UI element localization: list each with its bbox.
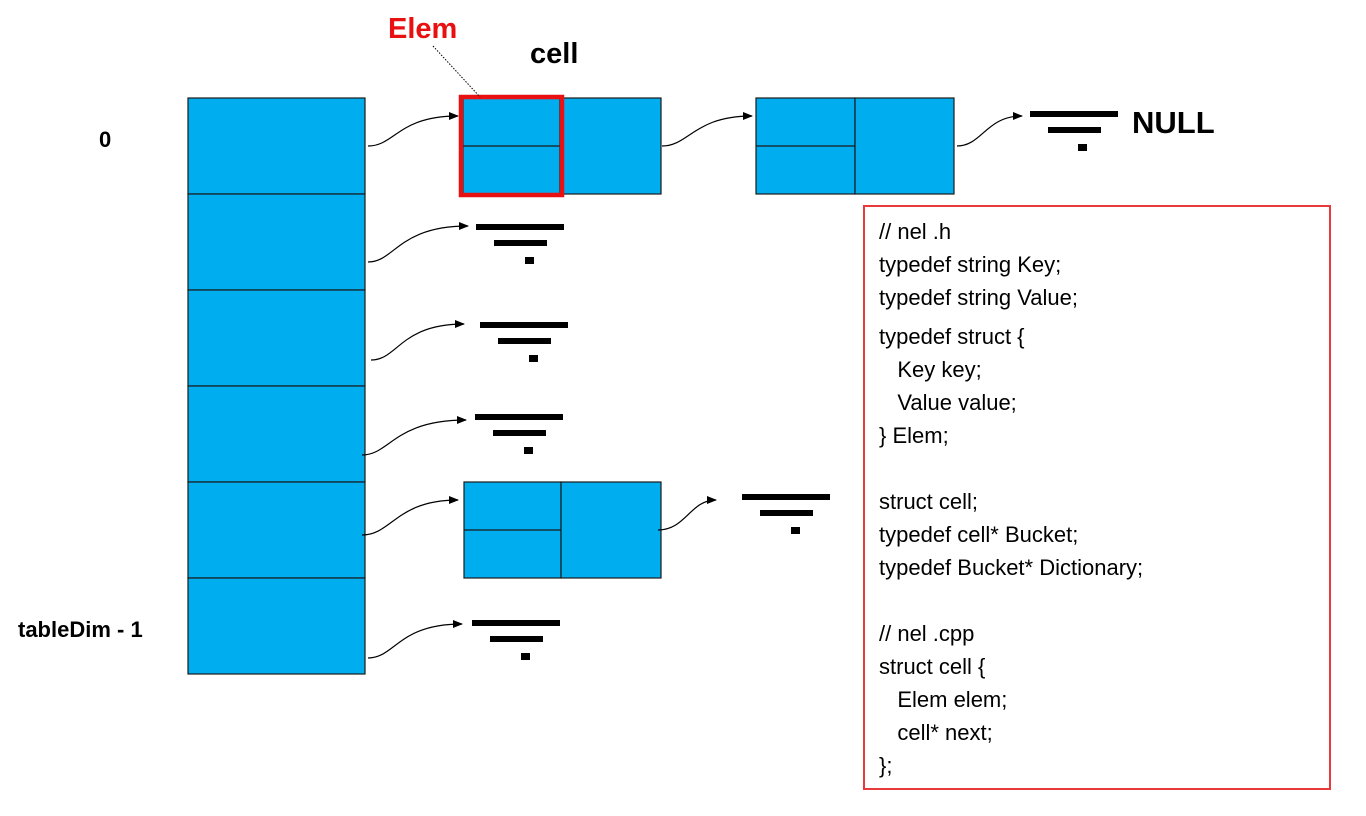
bucket-3 (187, 385, 366, 483)
bucket-2 (187, 289, 366, 387)
cell-node-2 (755, 97, 955, 195)
code-panel: // nel .h typedef string Key; typedef st… (863, 205, 1331, 790)
null-symbol (475, 414, 563, 454)
bucket-0 (187, 97, 366, 195)
elem-highlight (458, 94, 565, 198)
pointer-arrows (361, 112, 1023, 659)
cell-next-part (854, 97, 955, 195)
cell-next-part (560, 481, 662, 579)
code-line: typedef Bucket* Dictionary; (879, 555, 1144, 580)
code-line: }; (879, 753, 893, 778)
code-line: cell* next; (879, 720, 993, 745)
cell-node-1 (458, 94, 662, 198)
null-symbol (480, 322, 568, 362)
pointer-arrow (657, 496, 717, 531)
null-symbol (476, 224, 564, 264)
pointer-arrow (367, 112, 459, 147)
pointer-arrow (956, 112, 1023, 147)
bucket-1 (187, 193, 366, 291)
bucket-4 (187, 481, 366, 579)
code-line: Elem elem; (879, 687, 1008, 712)
elem-leader-line (432, 45, 481, 98)
index-first-label: 0 (99, 127, 112, 152)
null-symbol (1030, 111, 1118, 151)
code-line: typedef string Value; (879, 285, 1078, 310)
null-symbol (742, 494, 830, 534)
cell-next-part (559, 97, 662, 195)
code-line: struct cell { (879, 654, 986, 679)
pointer-arrow (367, 620, 463, 659)
cell-label: cell (530, 38, 579, 70)
pointer-arrow (361, 496, 459, 536)
null-label: NULL (1132, 105, 1215, 140)
pointer-arrow (370, 320, 465, 361)
cell-node-3 (463, 481, 662, 579)
code-line: typedef string Key; (879, 252, 1062, 277)
code-line: Value value; (879, 390, 1017, 415)
null-symbol (472, 620, 560, 660)
code-line: Key key; (879, 357, 982, 382)
bucket-array (187, 97, 366, 675)
pointer-arrow (367, 222, 469, 263)
index-last-label: tableDim - 1 (18, 617, 143, 642)
bucket-5 (187, 577, 366, 675)
elem-label: Elem (388, 13, 458, 45)
pointer-arrow (661, 112, 753, 147)
code-line: // nel .cpp (879, 621, 975, 646)
code-line: // nel .h (879, 219, 952, 244)
code-line: typedef struct { (879, 324, 1025, 349)
code-line: struct cell; (879, 489, 979, 514)
pointer-arrow (361, 416, 467, 456)
code-line: typedef cell* Bucket; (879, 522, 1079, 547)
code-line: } Elem; (879, 423, 949, 448)
